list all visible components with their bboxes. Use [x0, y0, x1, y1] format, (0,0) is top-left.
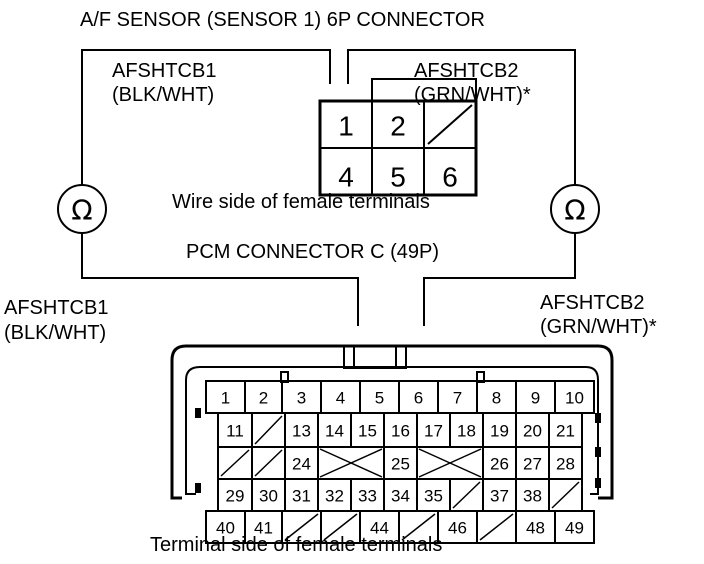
pcm-pin: 18	[457, 422, 476, 441]
pcm-pin: 10	[565, 389, 584, 408]
pcm-connector-caption: Terminal side of female terminals	[150, 534, 442, 556]
unused-cell-slash	[401, 513, 436, 541]
af-pin: 2	[390, 111, 406, 142]
af-left-wire-name: AFSHTCB1	[112, 60, 216, 82]
pcm-pin: 31	[292, 487, 311, 506]
pcm-pin: 9	[531, 389, 540, 408]
unused-cell-slash	[220, 449, 250, 477]
pcm-pin: 1	[221, 389, 230, 408]
pcm-left-wire-name: AFSHTCB1	[4, 297, 108, 319]
pcm-pin: 46	[448, 519, 467, 538]
pcm-pin: 41	[254, 519, 273, 538]
pcm-left-wire-color: (BLK/WHT)	[4, 322, 106, 344]
pcm-pin: 13	[292, 422, 311, 441]
pcm-pin: 5	[375, 389, 384, 408]
pcm-pin: 20	[523, 422, 542, 441]
af-pin: 4	[338, 162, 354, 193]
pcm-pin: 17	[424, 422, 443, 441]
pcm-pin: 16	[391, 422, 410, 441]
af-left-wire-color: (BLK/WHT)	[112, 84, 214, 106]
af-pin: 5	[390, 162, 406, 193]
pcm-pin: 15	[358, 422, 377, 441]
pcm-pin: 40	[216, 519, 235, 538]
unused-cell-cross	[418, 448, 482, 478]
af-right-wire-color: (GRN/WHT)*	[414, 84, 531, 106]
af-right-wire-name: AFSHTCB2	[414, 60, 518, 82]
ohm-symbol-right: Ω	[564, 194, 585, 227]
pcm-pin: 19	[490, 422, 509, 441]
pcm-cell	[554, 510, 595, 544]
ohm-symbol-left: Ω	[71, 194, 92, 227]
af-pin: 1	[338, 111, 354, 142]
pcm-pin: 24	[292, 455, 311, 474]
pcm-pin: 48	[526, 519, 545, 538]
af-pin: 6	[442, 162, 458, 193]
pcm-right-wire-color: (GRN/WHT)*	[540, 316, 657, 338]
unused-cell-slash	[254, 415, 283, 445]
pcm-pin: 7	[453, 389, 462, 408]
unused-cell-slash	[254, 449, 283, 477]
test-wires	[81, 49, 576, 326]
pcm-pin: 30	[259, 487, 278, 506]
pcm-pin: 38	[523, 487, 542, 506]
pcm-pin: 34	[391, 487, 410, 506]
pcm-pin: 37	[490, 487, 509, 506]
pcm-pin: 33	[358, 487, 377, 506]
pcm-pin: 26	[490, 455, 509, 474]
pcm-pin: 25	[391, 455, 410, 474]
right-ohmmeter: Ω	[550, 184, 600, 234]
unused-cell-slash	[551, 481, 580, 509]
unused-cell-slash	[284, 513, 319, 541]
pcm-connector-title: PCM CONNECTOR C (49P)	[186, 241, 439, 263]
unused-cell-slash	[452, 481, 481, 509]
left-ohmmeter: Ω	[57, 184, 107, 234]
pcm-pin: 8	[492, 389, 501, 408]
pcm-pin: 44	[370, 519, 389, 538]
pcm-pin: 32	[325, 487, 344, 506]
af-sensor-connector: 1 2 4 5 6	[318, 78, 478, 197]
pcm-pin: 3	[297, 389, 306, 408]
af-connector-caption: Wire side of female terminals	[172, 191, 430, 213]
pcm-pin: 27	[523, 455, 542, 474]
pcm-pin: 35	[424, 487, 443, 506]
pcm-pin: 14	[325, 422, 344, 441]
pcm-pin: 21	[556, 422, 575, 441]
pcm-right-wire-name: AFSHTCB2	[540, 292, 644, 314]
af-connector-title: A/F SENSOR (SENSOR 1) 6P CONNECTOR	[80, 9, 485, 31]
pcm-pin: 11	[226, 422, 244, 441]
pcm-pin: 28	[556, 455, 575, 474]
unused-cell-slash	[323, 513, 358, 541]
pcm-pin: 4	[336, 389, 345, 408]
pcm-pin: 6	[414, 389, 423, 408]
unused-cell-slash	[479, 513, 514, 541]
pcm-pin: 49	[565, 519, 584, 538]
pcm-pin: 29	[226, 487, 245, 506]
unused-cell-cross	[319, 448, 383, 478]
pcm-pin: 2	[259, 389, 268, 408]
